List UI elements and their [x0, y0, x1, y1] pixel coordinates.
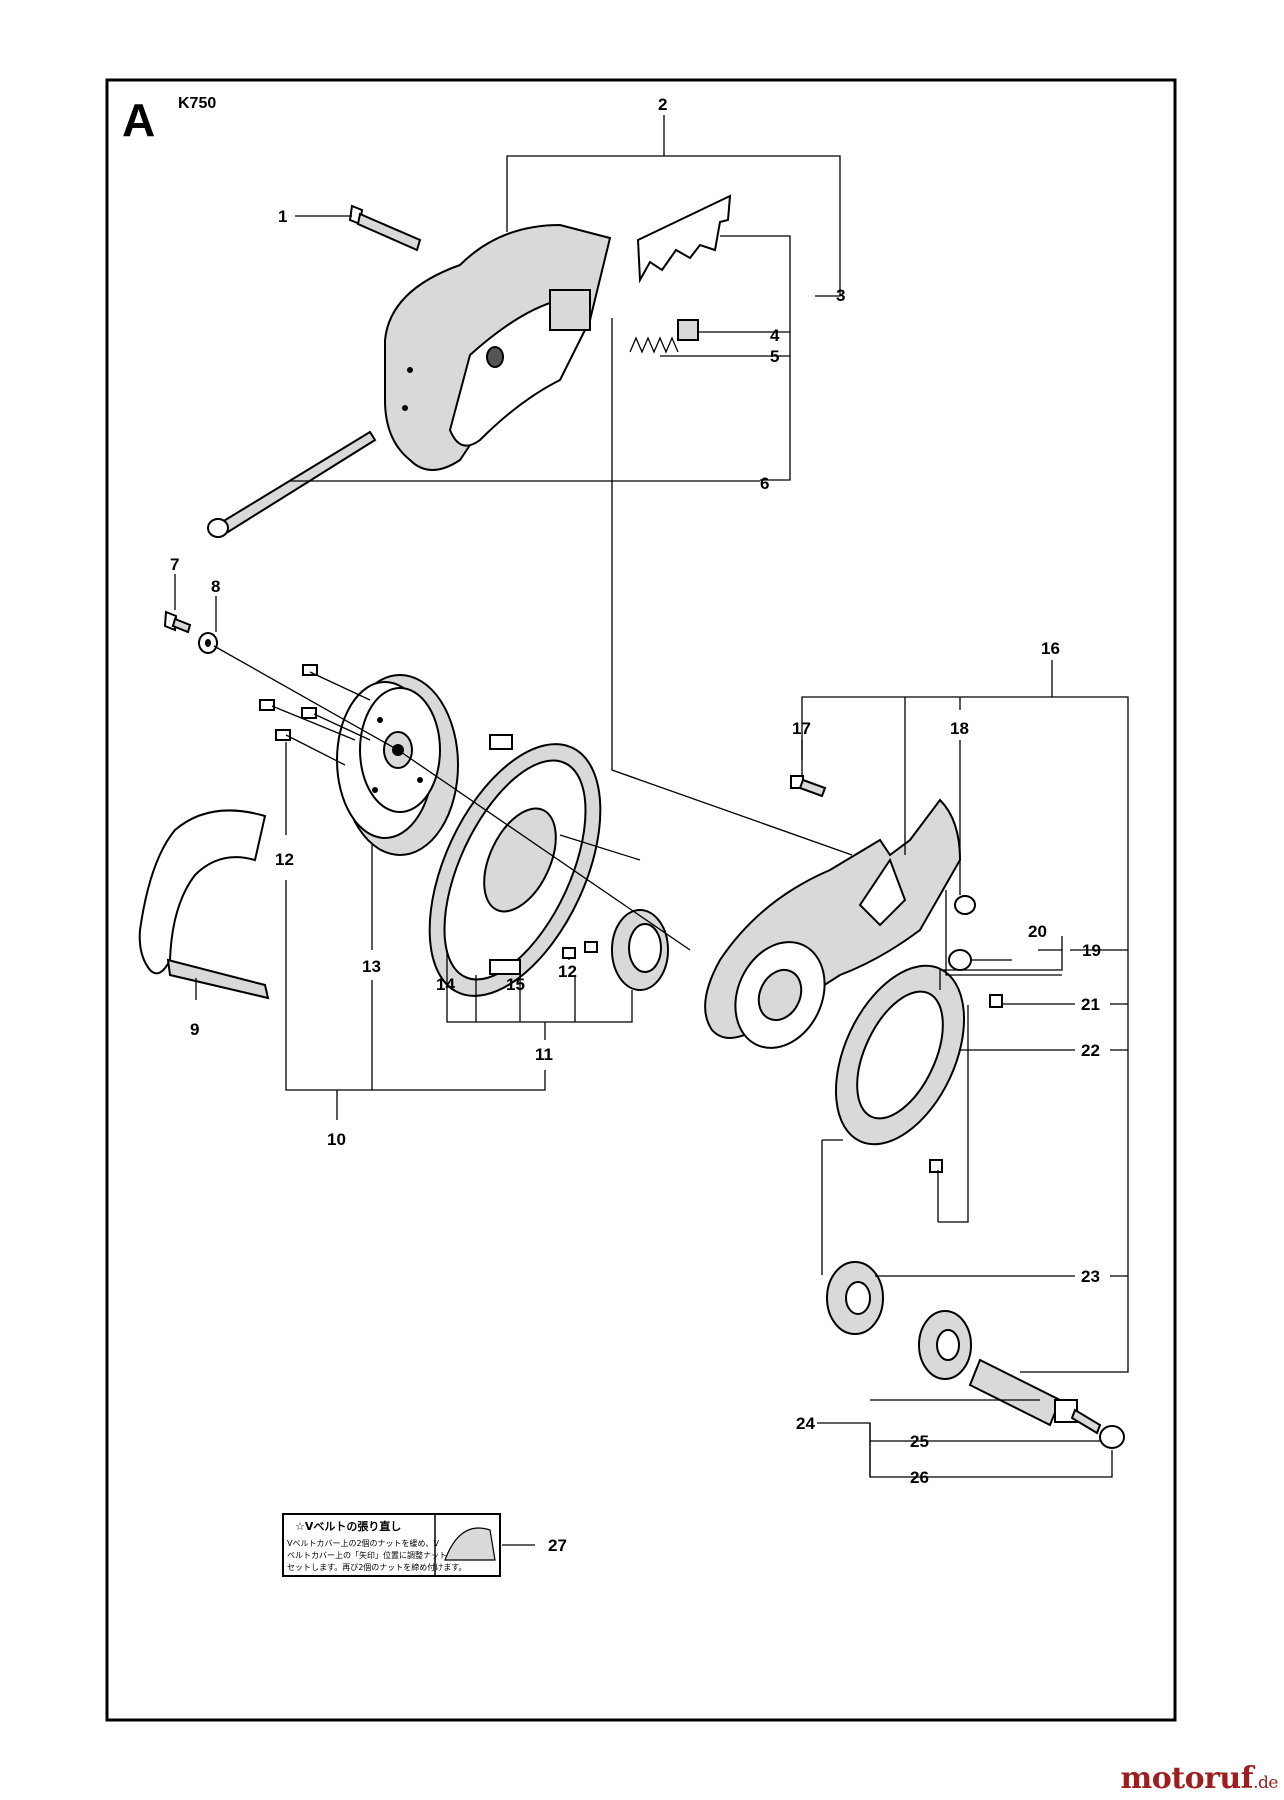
label-3: 3: [836, 286, 845, 305]
model-label: K750: [178, 95, 216, 112]
screw-part-22b: [929, 1159, 943, 1173]
site-watermark: motoruf.de: [1120, 1761, 1278, 1796]
bolt-part-25-26: [1070, 1408, 1125, 1449]
label-26: 26: [910, 1468, 929, 1487]
label-12b: 12: [558, 962, 577, 981]
label-18: 18: [950, 719, 969, 738]
label-22: 22: [1081, 1041, 1100, 1060]
screw-part-17: [790, 775, 827, 798]
decal-line-1: Vベルトカバー上の2個のナットを緩め、V: [287, 1538, 440, 1548]
label-23: 23: [1081, 1267, 1100, 1286]
label-25: 25: [910, 1432, 929, 1451]
label-11: 11: [535, 1045, 553, 1064]
label-16: 16: [1041, 639, 1060, 658]
decal-illustration-icon: [444, 1527, 496, 1561]
diagram-frame: [105, 78, 1177, 1722]
watermark-tld: .de: [1253, 1773, 1278, 1793]
label-27: 27: [548, 1536, 567, 1555]
decal-line-2: ベルトカバー上の「矢印」位置に調整ナットを: [287, 1550, 455, 1560]
section-letter: A: [122, 94, 155, 146]
label-21: 21: [1081, 995, 1100, 1014]
watermark-name: motoruf: [1120, 1761, 1254, 1796]
pulley-part-13: [336, 674, 459, 856]
label-14: 14: [436, 975, 455, 994]
label-9: 9: [190, 1020, 199, 1039]
label-6: 6: [760, 474, 769, 493]
label-5: 5: [770, 347, 779, 366]
shaft-part-24: [968, 1358, 1078, 1427]
decal-part-27: ☆Vベルトの張り直し Vベルトカバー上の2個のナットを緩め、V ベルトカバー上の…: [282, 1513, 501, 1577]
v-belt-part-9: [138, 809, 270, 1000]
label-7: 7: [170, 555, 179, 574]
belt-guard-part: [384, 223, 612, 471]
leader-lines: [174, 115, 1129, 1546]
decal-title: ☆Vベルトの張り直し: [295, 1519, 401, 1533]
label-8: 8: [211, 577, 220, 596]
label-1: 1: [278, 207, 287, 226]
seal-part: [611, 909, 669, 991]
screw-part-21: [989, 994, 1003, 1008]
bracket-part-3: [636, 194, 732, 284]
label-12a: 12: [275, 850, 294, 869]
arm-housing-part-16: [704, 798, 962, 1049]
bolt-part-1: [348, 204, 422, 252]
bearing-part-23: [826, 1261, 972, 1380]
label-24: 24: [796, 1414, 815, 1433]
label-10: 10: [327, 1130, 346, 1149]
label-20: 20: [1028, 922, 1047, 941]
label-19: 19: [1082, 941, 1101, 960]
spring-part-5: [629, 336, 679, 354]
nut-part-4: [677, 319, 699, 341]
long-screw-part-6: [207, 430, 377, 538]
clutch-assembly-part-14-15: [428, 734, 602, 997]
part-number-labels: 1 2 3 4 5 6 7 8 9 10 11 12 12 13 14 15 1…: [170, 95, 1101, 1555]
label-13: 13: [362, 957, 381, 976]
decal-line-3: セットします。再び2個のナットを締め付けます。: [287, 1562, 467, 1572]
label-4: 4: [770, 326, 780, 345]
label-2: 2: [658, 95, 667, 114]
nut-part-18: [954, 895, 976, 915]
label-17: 17: [792, 719, 811, 738]
ring-part-22: [834, 964, 966, 1146]
bolt-part-7: [163, 610, 192, 634]
label-15: 15: [506, 975, 525, 994]
